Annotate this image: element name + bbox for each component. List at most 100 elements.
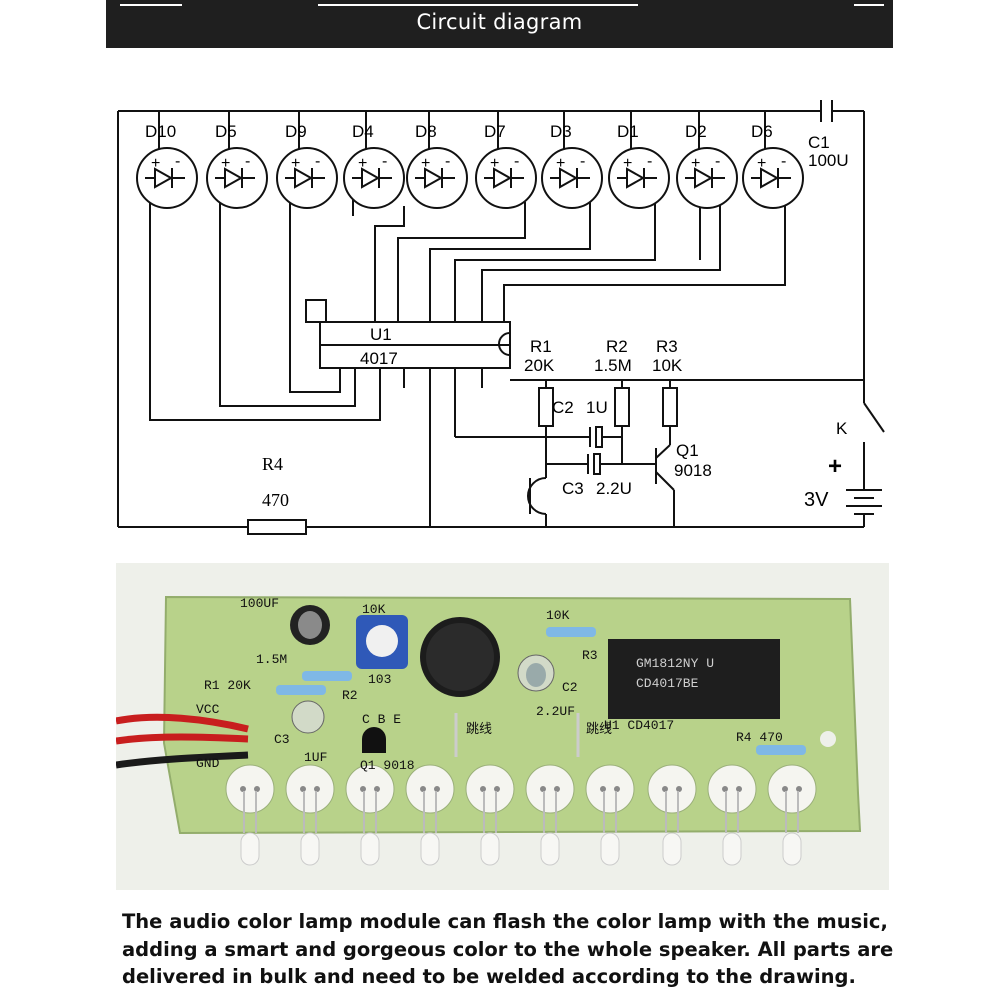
banner-rule-center bbox=[318, 4, 638, 6]
pcb-u1-label: U1 CD4017 bbox=[604, 718, 674, 733]
led-body bbox=[406, 147, 468, 209]
pcb-led bbox=[225, 764, 275, 866]
pcb-r2 bbox=[302, 671, 352, 681]
led-body bbox=[206, 147, 268, 209]
pcb-r3-value: 10K bbox=[546, 608, 570, 623]
wire-d3 bbox=[429, 202, 591, 322]
switch-label: K bbox=[836, 419, 848, 438]
led-body bbox=[343, 147, 405, 209]
u1-pin-stub bbox=[305, 299, 327, 323]
pcb-jumper-2-label: 跳线 bbox=[586, 722, 612, 737]
battery-voltage: 3V bbox=[804, 489, 829, 511]
c3-capacitor bbox=[291, 700, 325, 734]
pcb-c3-value: 1UF bbox=[304, 750, 327, 765]
led-plus-sign: + bbox=[623, 155, 632, 172]
banner-rule-left bbox=[120, 4, 182, 6]
led-plus-sign: + bbox=[757, 155, 766, 172]
pcb-led bbox=[525, 764, 575, 866]
pcb-c1-label: 100UF bbox=[240, 596, 279, 611]
led-d9: +-D9 bbox=[276, 111, 338, 209]
led-plus-sign: + bbox=[490, 155, 499, 172]
led-label: D3 bbox=[550, 122, 572, 141]
led-label: D7 bbox=[484, 122, 506, 141]
led-body bbox=[276, 147, 338, 209]
red-wire-1 bbox=[115, 713, 249, 733]
pcb-led bbox=[345, 764, 395, 866]
pcb-q1-label: Q1 9018 bbox=[360, 758, 415, 773]
led-minus-sign: - bbox=[647, 153, 652, 170]
c3-value: 2.2U bbox=[596, 479, 632, 498]
pcb-gnd-label: GND bbox=[196, 756, 220, 771]
pcb-led bbox=[405, 764, 455, 866]
r2-label: R2 bbox=[606, 337, 628, 356]
led-plus-sign: + bbox=[358, 155, 367, 172]
led-label: D1 bbox=[617, 122, 639, 141]
led-d10: +-D10 bbox=[136, 111, 198, 209]
led-d2: +-D2 bbox=[676, 111, 738, 209]
pcb-r1 bbox=[276, 685, 326, 695]
wire-d6 bbox=[503, 202, 786, 322]
red-wire-2 bbox=[115, 733, 249, 745]
product-description: The audio color lamp module can flash th… bbox=[122, 908, 997, 991]
led-label: D9 bbox=[285, 122, 307, 141]
led-d7: +-D7 bbox=[475, 111, 537, 209]
c1-label: C1 bbox=[808, 133, 830, 152]
pcb-cbe-label: C B E bbox=[362, 712, 401, 727]
description-line-2: adding a smart and gorgeous color to the… bbox=[122, 937, 894, 961]
led-minus-sign: - bbox=[445, 153, 450, 170]
r1-label: R1 bbox=[530, 337, 552, 356]
q1-emitter bbox=[655, 471, 675, 491]
pcb-r3 bbox=[546, 627, 596, 637]
r3-resistor bbox=[662, 387, 678, 427]
q1-transistor bbox=[362, 727, 386, 753]
led-body bbox=[475, 147, 537, 209]
description-line-3: delivered in bulk and need to be welded … bbox=[122, 965, 856, 988]
pcb-c3-label: C3 bbox=[274, 732, 290, 747]
led-label: D6 bbox=[751, 122, 773, 141]
pcb-led bbox=[707, 764, 757, 866]
pcb-jumper-1-label: 跳线 bbox=[466, 722, 492, 737]
led-minus-sign: - bbox=[715, 153, 720, 170]
r4-resistor bbox=[247, 519, 307, 535]
pcb-r4 bbox=[756, 745, 806, 755]
led-label: D2 bbox=[685, 122, 707, 141]
circuit-schematic: +-D10+-D5+-D9+-D4+-D8+-D7+-D3+-D1+-D2+-D… bbox=[117, 100, 885, 535]
description-line-1: The audio color lamp module can flash th… bbox=[122, 910, 888, 933]
c3-label: C3 bbox=[562, 479, 584, 498]
r1-resistor bbox=[538, 387, 554, 427]
led-d8: +-D8 bbox=[406, 111, 468, 209]
r2-resistor bbox=[614, 387, 630, 427]
u1-notch bbox=[498, 332, 511, 356]
pcb-led bbox=[585, 764, 635, 866]
led-body bbox=[608, 147, 670, 209]
led-minus-sign: - bbox=[175, 153, 180, 170]
wire-d1 bbox=[454, 202, 656, 322]
led-plus-sign: + bbox=[556, 155, 565, 172]
wire-d2 bbox=[481, 202, 721, 322]
pcb-r1-label: R1 20K bbox=[204, 678, 251, 693]
r1-value: 20K bbox=[524, 356, 555, 375]
u1-label: U1 bbox=[370, 325, 392, 344]
c3-plate-right bbox=[593, 453, 601, 475]
pcb-r4-label: R4 470 bbox=[736, 730, 783, 745]
led-minus-sign: - bbox=[245, 153, 250, 170]
c2-plate-right bbox=[595, 426, 603, 448]
c1-value: 100U bbox=[808, 151, 849, 170]
led-body bbox=[676, 147, 738, 209]
wire-d8 bbox=[374, 206, 405, 322]
r3-value: 10K bbox=[652, 356, 683, 375]
led-body bbox=[541, 147, 603, 209]
pcb-led bbox=[647, 764, 697, 866]
pcb-led bbox=[465, 764, 515, 866]
microphone bbox=[527, 477, 547, 515]
c2-label: C2 bbox=[552, 398, 574, 417]
led-label: D5 bbox=[215, 122, 237, 141]
pcb-r2-value: 1.5M bbox=[256, 652, 287, 667]
led-plus-sign: + bbox=[291, 155, 300, 172]
battery-plus: + bbox=[828, 453, 842, 480]
led-minus-sign: - bbox=[781, 153, 786, 170]
led-label: D10 bbox=[145, 122, 176, 141]
pcb-r2-label: R2 bbox=[342, 688, 358, 703]
pcb-pot-label: 10K bbox=[362, 602, 386, 617]
wire-d10 bbox=[149, 202, 381, 421]
